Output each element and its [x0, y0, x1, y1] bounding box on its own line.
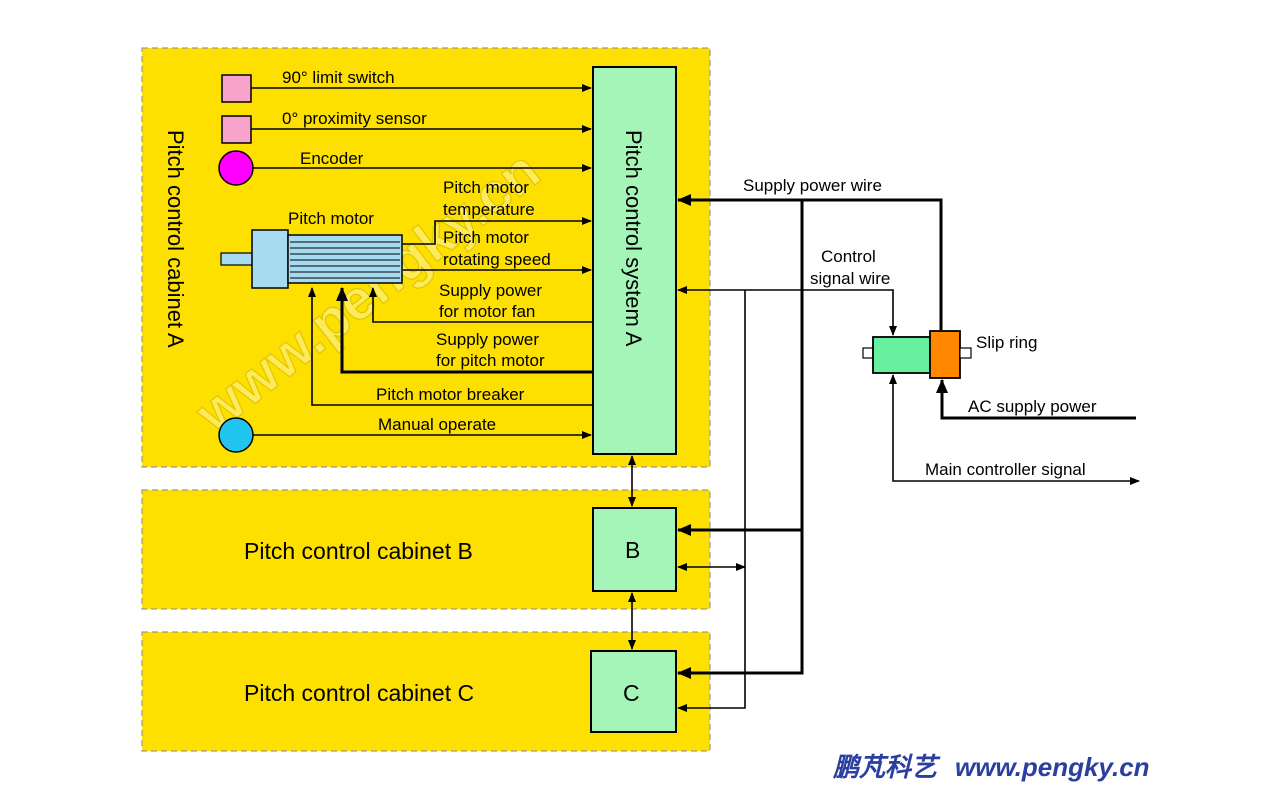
limit-switch-label: 90° limit switch — [282, 68, 395, 87]
box-c — [590, 650, 677, 733]
motor-temp-label-2: temperature — [443, 200, 535, 219]
box-b — [592, 507, 677, 592]
box-b-label: B — [625, 537, 640, 563]
limit-switch-icon — [221, 74, 252, 103]
slip-ring-icon — [862, 330, 972, 379]
slip-ring-label: Slip ring — [976, 333, 1037, 352]
pitch-motor-label: Pitch motor — [288, 209, 374, 228]
cabinet-b-label: Pitch control cabinet B — [244, 538, 473, 564]
ac-supply-label: AC supply power — [968, 397, 1097, 416]
system-a-label: Pitch control system A — [621, 130, 646, 347]
brand-url: www.pengky.cn — [955, 752, 1150, 782]
control-signal-label-1: Control — [821, 247, 876, 266]
brand-chinese: 鹏芃科艺 — [832, 752, 941, 782]
motor-speed-label-2: rotating speed — [443, 250, 551, 269]
manual-operate-label: Manual operate — [378, 415, 496, 434]
cabinet-a-label: Pitch control cabinet A — [163, 130, 188, 348]
proximity-sensor-label: 0° proximity sensor — [282, 109, 427, 128]
supply-power-wire-label: Supply power wire — [743, 176, 882, 195]
main-controller-label: Main controller signal — [925, 460, 1086, 479]
motor-power-label-2: for pitch motor — [436, 351, 545, 370]
fan-power-label-1: Supply power — [439, 281, 542, 300]
manual-operate-icon — [218, 417, 254, 453]
pitch-motor-icon — [220, 229, 403, 289]
pitch-control-system-a — [592, 66, 677, 455]
breaker-label: Pitch motor breaker — [376, 385, 525, 404]
encoder-label: Encoder — [300, 149, 364, 168]
proximity-sensor-icon — [221, 115, 252, 144]
control-signal-label-2: signal wire — [810, 269, 890, 288]
box-c-label: C — [623, 680, 640, 706]
fan-power-label-2: for motor fan — [439, 302, 535, 321]
motor-speed-label-1: Pitch motor — [443, 228, 529, 247]
motor-temp-label-1: Pitch motor — [443, 178, 529, 197]
encoder-icon — [218, 150, 254, 186]
cabinet-c-label: Pitch control cabinet C — [244, 680, 474, 706]
motor-power-label-1: Supply power — [436, 330, 539, 349]
